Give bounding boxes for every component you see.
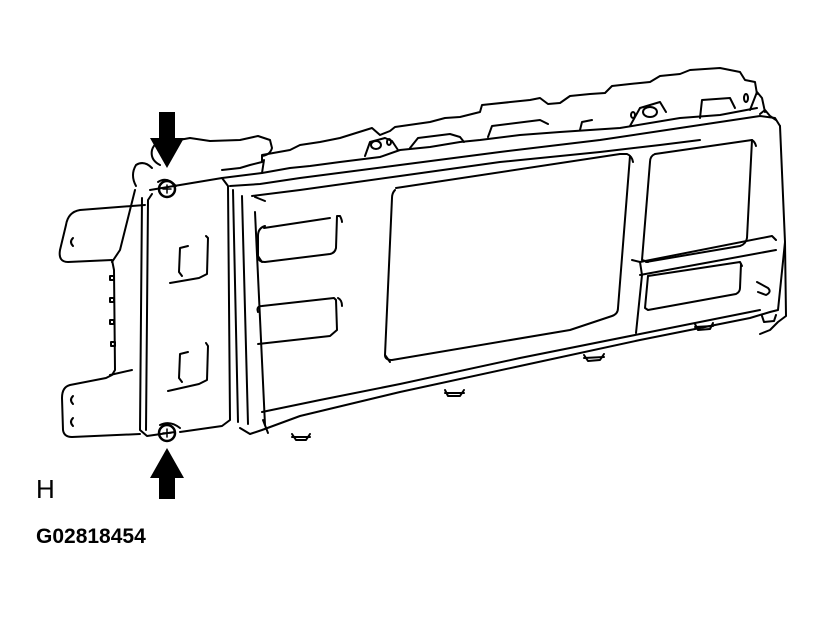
left-windows [258,216,343,344]
upper-screw [158,180,176,197]
arrow-up-icon [150,448,184,499]
front-frame [230,116,786,434]
left-bracket [60,190,145,437]
right-upper-window [632,140,776,333]
figure-id: G02818454 [36,525,146,548]
center-display-window [385,154,633,362]
lower-screw [159,423,180,441]
view-label: H [36,474,55,504]
side-plate [140,178,238,436]
right-lower-window [640,250,776,310]
bottom-tabs [292,315,776,440]
arrow-down-icon [150,112,184,168]
